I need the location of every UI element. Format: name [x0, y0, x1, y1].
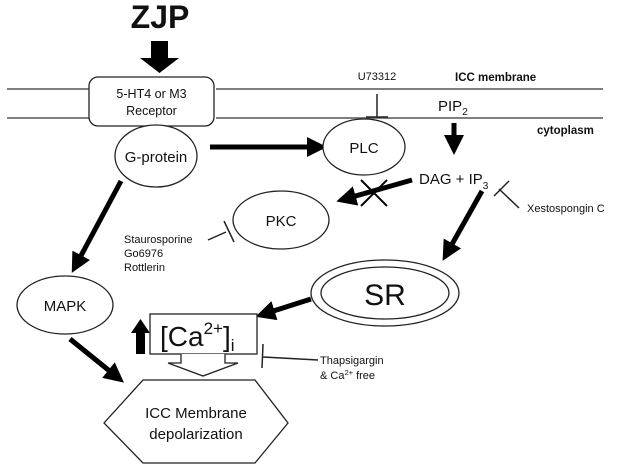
- xestospongin-inhibit-line: [498, 188, 520, 209]
- thapsigargin-inhibit-bar: [261, 343, 264, 369]
- u73312-label: U73312: [358, 71, 397, 83]
- g-protein-node: [114, 124, 198, 188]
- label-icc-membrane: ICC membrane: [455, 72, 536, 84]
- ca-label: [Ca2+]i: [160, 319, 235, 355]
- pkc-inhibit-bar: [223, 220, 235, 243]
- plc-label: PLC: [349, 140, 378, 157]
- ca-box: [149, 313, 258, 355]
- increase-up-arrow: [131, 319, 150, 354]
- pkc-inhibitor-go6976: Go6976: [124, 248, 163, 260]
- mapk-label: MAPK: [44, 298, 87, 315]
- ca-free-label: & Ca2+ free: [320, 368, 375, 382]
- pip2-label: PIP2: [438, 98, 468, 118]
- pkc-inhibitor-rottlerin: Rottlerin: [124, 262, 165, 274]
- receptor-box: [88, 76, 215, 127]
- depolarization-node: [103, 379, 289, 464]
- block-x-line2: [360, 179, 388, 207]
- arrow-mapk-depolarization: [68, 337, 124, 383]
- sr-inner-membrane: [320, 266, 450, 320]
- depolarization-label-line2: depolarization: [149, 426, 242, 443]
- label-cytoplasm: cytoplasm: [537, 125, 594, 137]
- thapsigargin-label: Thapsigargin: [320, 355, 384, 367]
- arrow-ip3-sr: [442, 189, 485, 261]
- xestospongin-inhibit-bar: [493, 180, 510, 197]
- title-zjp: ZJP: [131, 0, 190, 35]
- arrow-sr-ca: [255, 296, 312, 321]
- depolarization-label-line1: ICC Membrane: [145, 405, 247, 422]
- zjp-arrow: [140, 41, 179, 73]
- mapk-node: [16, 275, 114, 335]
- plc-node: [322, 118, 406, 176]
- sr-label: SR: [364, 279, 406, 312]
- dag-ip3-label: DAG + IP3: [419, 171, 489, 192]
- thapsigargin-inhibit-line: [262, 356, 319, 361]
- g-protein-label: G-protein: [125, 149, 188, 166]
- arrow-gprotein-mapk: [71, 179, 124, 273]
- pkc-label: PKC: [266, 213, 297, 230]
- receptor-label-line1: 5-HT4 or M3: [116, 87, 186, 101]
- pkc-inhibitor-staurosporine: Staurosporine: [124, 234, 193, 246]
- pkc-node: [232, 190, 330, 250]
- arrow-ca-depolarization: [167, 354, 239, 377]
- pkc-inhibit-line: [207, 231, 227, 241]
- receptor-label-line2: Receptor: [126, 104, 177, 118]
- xestospongin-label: Xestospongin C: [527, 203, 605, 215]
